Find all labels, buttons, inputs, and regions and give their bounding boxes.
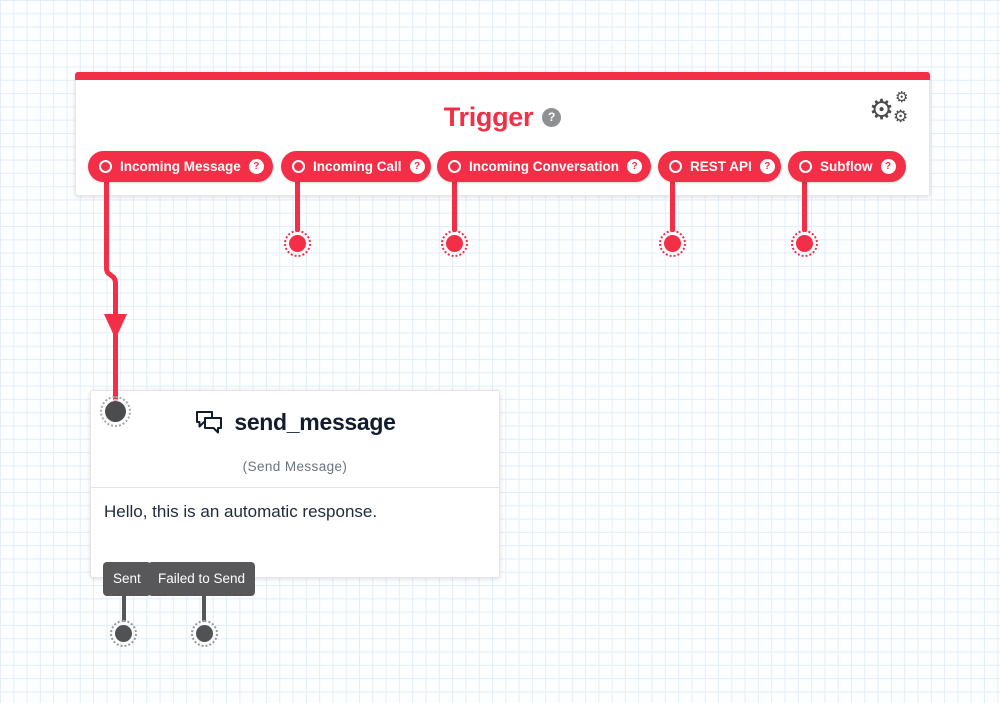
pill-label: Incoming Message [120, 159, 241, 174]
trigger-pill-incoming-call[interactable]: Incoming Call ? [281, 151, 431, 182]
radio-circle-icon [292, 160, 305, 173]
help-icon[interactable]: ? [627, 159, 643, 174]
trigger-accent-bar [75, 72, 930, 80]
connector-port-subflow[interactable] [790, 229, 818, 257]
connector-line [669, 178, 675, 232]
widget-name: send_message [234, 408, 396, 435]
radio-circle-icon [448, 160, 461, 173]
transition-tab-sent[interactable]: Sent [103, 562, 151, 596]
trigger-pill-rest-api[interactable]: REST API ? [658, 151, 781, 182]
help-icon[interactable]: ? [248, 159, 264, 174]
widget-entry-port[interactable] [100, 396, 131, 427]
connector-port-incoming-conversation[interactable] [440, 229, 468, 257]
connector-port-sent[interactable] [110, 619, 137, 647]
radio-circle-icon [669, 160, 682, 173]
divider [91, 487, 499, 488]
pill-label: Subflow [820, 159, 873, 174]
chat-bubbles-icon [196, 410, 223, 433]
connector-line [121, 594, 126, 622]
connector-port-incoming-call[interactable] [283, 229, 311, 257]
radio-circle-icon [99, 160, 112, 173]
trigger-pill-incoming-conversation[interactable]: Incoming Conversation ? [437, 151, 651, 182]
help-icon[interactable]: ? [759, 159, 775, 174]
help-icon[interactable]: ? [880, 159, 896, 174]
connector-port-failed-to-send[interactable] [190, 619, 218, 647]
arrowhead-icon [104, 314, 127, 339]
gear-settings-icon[interactable]: ⚙ ⚙ ⚙ [869, 89, 909, 126]
trigger-title: Trigger [443, 101, 534, 132]
connector-port-rest-api[interactable] [658, 229, 686, 257]
radio-circle-icon [799, 160, 812, 173]
pill-label: Incoming Conversation [469, 159, 620, 174]
pill-label: Incoming Call [313, 159, 402, 174]
widget-type-label: (Send Message) [242, 459, 348, 474]
pill-label: REST API [690, 159, 752, 174]
help-icon[interactable]: ? [409, 159, 425, 174]
trigger-pill-subflow[interactable]: Subflow ? [788, 151, 906, 182]
connector-line [801, 178, 807, 232]
send-message-widget[interactable]: send_message (Send Message) Hello, this … [90, 390, 500, 578]
connector-line [202, 594, 206, 622]
transition-tab-failed-to-send[interactable]: Failed to Send [148, 562, 256, 596]
message-body-text: Hello, this is an automatic response. [104, 502, 378, 521]
connector-line [295, 178, 300, 232]
trigger-pill-incoming-message[interactable]: Incoming Message ? [88, 151, 273, 182]
help-icon[interactable]: ? [542, 107, 562, 127]
connector-line [451, 178, 457, 232]
